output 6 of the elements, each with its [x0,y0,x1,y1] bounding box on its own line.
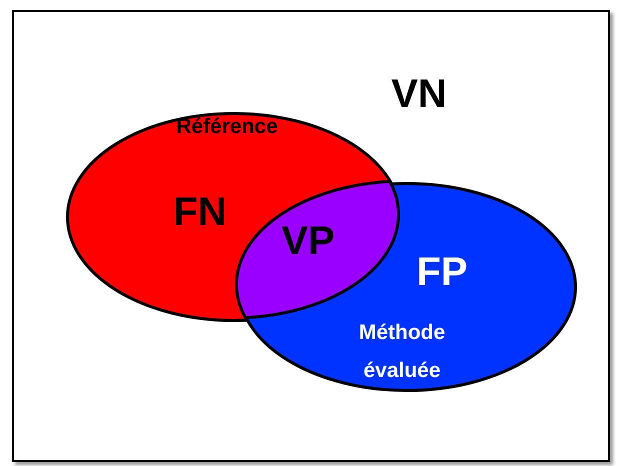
region-label: VP [281,218,335,264]
set-label: Référence [175,114,279,140]
region-label: FP [416,250,468,295]
region-label: VN [391,72,447,117]
region-label: FN [173,190,227,235]
set-label: Méthode évaluée [358,320,446,384]
